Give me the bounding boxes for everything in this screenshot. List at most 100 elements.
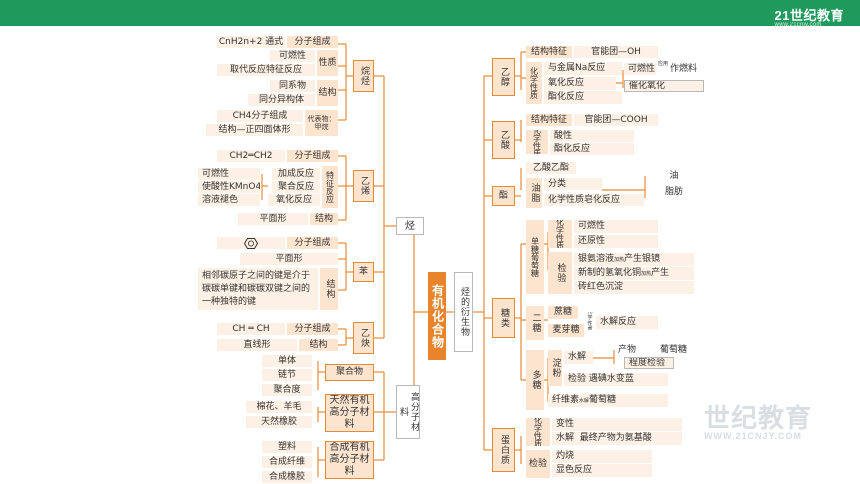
sugar-starch: 淀粉 bbox=[548, 350, 562, 386]
node-acetic-acid: 乙酸 bbox=[492, 121, 515, 159]
sugar-degree-test: 程度检验 bbox=[624, 357, 674, 369]
sugar-silver-mirror: 银氨溶液加热产生银镜 bbox=[574, 253, 694, 266]
ethylene-structure: 结构 bbox=[310, 213, 338, 225]
ester-oil-fat: 油脂 bbox=[526, 178, 542, 208]
sugar-chem-small: 化学性质 bbox=[587, 312, 593, 330]
node-alkane: 烷烃 bbox=[353, 60, 374, 92]
sugar-sucrose: 蔗糖 bbox=[548, 306, 578, 319]
node-protein: 蛋白质 bbox=[492, 428, 515, 472]
ethylene-characteristic: 特征反应 bbox=[322, 166, 338, 208]
alkane-representative: 代表物：甲烷 bbox=[305, 110, 338, 136]
alkane-structure: 结构 bbox=[317, 80, 338, 106]
ethylene-decolor: 溶液褪色 bbox=[198, 194, 260, 206]
ester-oil: 油 bbox=[669, 170, 679, 181]
ethanol-ester: 酯化反应 bbox=[544, 91, 622, 104]
ethylene-formula: CH2═CH2 bbox=[217, 150, 285, 162]
ethylene-kmno4: 使酸性KMnO4 bbox=[198, 181, 260, 193]
ethylene-combustion: 可燃性 bbox=[198, 168, 260, 180]
benzene-ring-icon bbox=[217, 237, 285, 249]
ethanol-catalytic: 催化氧化 bbox=[624, 80, 704, 92]
alkane-composition: 分子组成 bbox=[287, 36, 338, 48]
sugar-cellulose: 纤维素水解葡萄糖 bbox=[548, 394, 668, 407]
polymer-degree: 聚合度 bbox=[262, 384, 312, 396]
alkane-tetrahedron: 结构—正四面体形 bbox=[206, 124, 303, 136]
ethylene-polymerization: 聚合反应 bbox=[272, 181, 320, 193]
protein-chem-prop: 化学性质 bbox=[526, 418, 550, 446]
acid-acidity: 酸性 bbox=[550, 130, 634, 142]
node-benzene: 苯 bbox=[353, 262, 374, 282]
acid-group: 官能团—COOH bbox=[574, 114, 658, 126]
node-hydrocarbon: 烃 bbox=[396, 217, 424, 235]
polymer-monomer: 单体 bbox=[262, 355, 312, 367]
sugar-hydrolysis: 水解反应 bbox=[596, 316, 658, 329]
ethanol-group: 官能团—OH bbox=[574, 46, 658, 58]
sugar-chem-prop: 化学性质 bbox=[548, 220, 572, 248]
alkane-substitution: 取代反应特征反应 bbox=[217, 64, 315, 76]
sugar-glucose: 葡萄糖 bbox=[660, 344, 688, 355]
acetylene-formula: CH ═ CH bbox=[217, 323, 285, 335]
polymer-cotton: 棉花、羊毛 bbox=[246, 401, 312, 413]
protein-burn: 灼烧 bbox=[552, 450, 652, 463]
ethanol-use: 应用 bbox=[658, 60, 669, 67]
benzene-planar: 平面形 bbox=[240, 253, 338, 265]
node-ester: 酯 bbox=[492, 186, 515, 206]
benzene-bond: 相邻碳原子之间的键是介于碳碳单键和碳碳双键之间的一种独特的键 bbox=[198, 268, 318, 310]
alkane-ch4: CH4分子组成 bbox=[217, 110, 303, 122]
node-derivatives: 烃的衍生物 bbox=[454, 272, 473, 352]
node-natural-polymer: 天然有机高分子材料 bbox=[325, 394, 374, 432]
sugar-combustion: 可燃性 bbox=[574, 220, 658, 233]
protein-test: 检验 bbox=[526, 450, 550, 478]
polymer-chain: 链节 bbox=[262, 369, 312, 381]
acid-ester: 酯化反应 bbox=[550, 143, 634, 155]
ethanol-fuel-use: 作燃料 bbox=[670, 63, 698, 74]
sugar-precipitate: 砖红色沉淀 bbox=[574, 281, 694, 294]
alkane-homolog: 同系物 bbox=[270, 80, 315, 92]
node-ethanol: 乙醇 bbox=[492, 58, 515, 96]
protein-color: 显色反应 bbox=[552, 464, 652, 477]
acetylene-linear: 直线形 bbox=[217, 339, 297, 351]
alkane-combustion: 可燃性 bbox=[270, 50, 315, 62]
protein-denature: 变性 bbox=[552, 418, 682, 431]
protein-hydrolysis: 水解 最终产物为氨基酸 bbox=[552, 432, 682, 445]
node-ethylene: 乙烯 bbox=[353, 170, 374, 202]
ester-class: 分类 bbox=[544, 178, 602, 190]
polymer-fiber: 合成纤维 bbox=[262, 456, 312, 468]
ethylene-oxidation: 氧化反应 bbox=[268, 194, 320, 206]
sugar-iodine: 检验 遇碘水变蓝 bbox=[564, 373, 668, 386]
ethanol-na: 与金属Na反应 bbox=[544, 62, 622, 75]
node-polymer: 高分子材料 bbox=[396, 385, 420, 439]
sugar-poly: 多糖 bbox=[526, 350, 544, 410]
sugar-reduction: 还原性 bbox=[574, 235, 658, 248]
polymer-synthetic-rubber: 合成橡胶 bbox=[262, 471, 312, 483]
ethanol-combustion: 可燃性 bbox=[624, 63, 656, 75]
sugar-product: 产物 bbox=[618, 344, 637, 355]
center-node-organic: 有机化合物 bbox=[428, 272, 446, 360]
polymer-natural-rubber: 天然橡胶 bbox=[246, 416, 312, 428]
ethanol-chem-prop: 化学性质 bbox=[526, 62, 542, 104]
benzene-structure: 结构 bbox=[320, 268, 338, 310]
ester-ethyl-acetate: 乙酸乙酯 bbox=[526, 162, 576, 174]
sugar-starch-hydrolysis: 水解 bbox=[564, 351, 593, 364]
node-sugar: 糖类 bbox=[492, 298, 515, 338]
node-acetylene: 乙炔 bbox=[353, 322, 374, 354]
sugar-test: 检验 bbox=[548, 252, 572, 294]
ethylene-composition: 分子组成 bbox=[287, 150, 338, 162]
acetylene-composition: 分子组成 bbox=[287, 323, 338, 335]
node-synthetic-polymer: 合成有机高分子材料 bbox=[325, 441, 374, 479]
alkane-property: 性质 bbox=[317, 50, 338, 76]
ester-saponification: 化学性质皂化反应 bbox=[544, 194, 644, 206]
acid-chem-prop: 化学性质 bbox=[526, 130, 548, 154]
sugar-di: 二糖 bbox=[526, 306, 544, 340]
ethanol-oxidation: 氧化反应 bbox=[544, 77, 616, 90]
sugar-mono: 单糖葡萄糖 bbox=[526, 220, 544, 294]
alkane-formula: CnH2n+2 通式 bbox=[217, 36, 285, 48]
sugar-maltose: 麦芽糖 bbox=[548, 324, 584, 337]
polymer-plastic: 塑料 bbox=[262, 441, 312, 453]
ethylene-addition: 加成反应 bbox=[272, 168, 320, 180]
ethanol-feature: 结构特征 bbox=[526, 46, 572, 58]
